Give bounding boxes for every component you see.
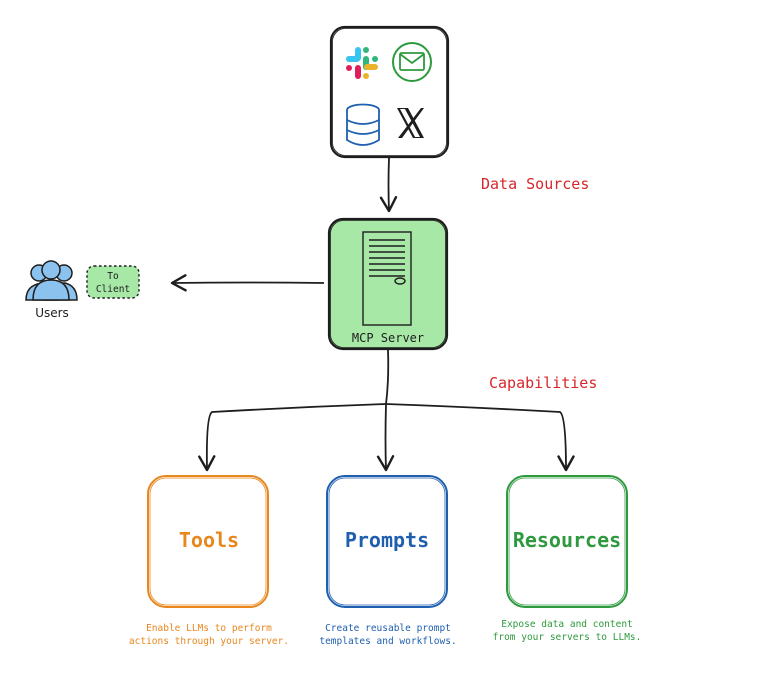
data-sources-label: Data Sources — [481, 175, 589, 193]
users-icon — [25, 260, 78, 301]
users-label: Users — [35, 306, 69, 320]
resources-title: Resources — [513, 528, 621, 552]
mcp-server-label: MCP Server — [352, 331, 424, 345]
capability-branches — [198, 349, 575, 472]
capabilities-label: Capabilities — [489, 374, 597, 392]
mcp-server-box: MCP Server — [327, 217, 449, 351]
to-client-line1: To — [107, 271, 119, 282]
slack-icon — [346, 47, 378, 79]
arrow-server-to-client — [170, 274, 325, 292]
prompts-title: Prompts — [345, 528, 429, 552]
data-sources-box — [329, 25, 450, 159]
resources-desc-line1: Expose data and content — [501, 619, 633, 630]
prompts-desc-line2: templates and workflows. — [319, 636, 456, 647]
database-icon — [346, 103, 380, 146]
tools-title: Tools — [179, 528, 239, 552]
resources-box: Resources — [506, 475, 628, 608]
prompts-box: Prompts — [326, 475, 448, 608]
tools-desc-line1: Enable LLMs to perform — [146, 623, 272, 634]
x-logo-icon — [397, 108, 424, 138]
server-tower-icon — [362, 231, 412, 326]
arrow-sources-to-server — [379, 157, 398, 213]
prompts-desc-line1: Create reusable prompt — [325, 623, 451, 634]
to-client-line2: Client — [96, 284, 130, 295]
tools-desc-line2: actions through your server. — [129, 636, 289, 647]
tools-box: Tools — [147, 475, 269, 608]
resources-desc-line2: from your servers to LLMs. — [493, 632, 642, 643]
to-client-box: To Client — [86, 265, 140, 299]
gmail-icon — [392, 42, 432, 82]
